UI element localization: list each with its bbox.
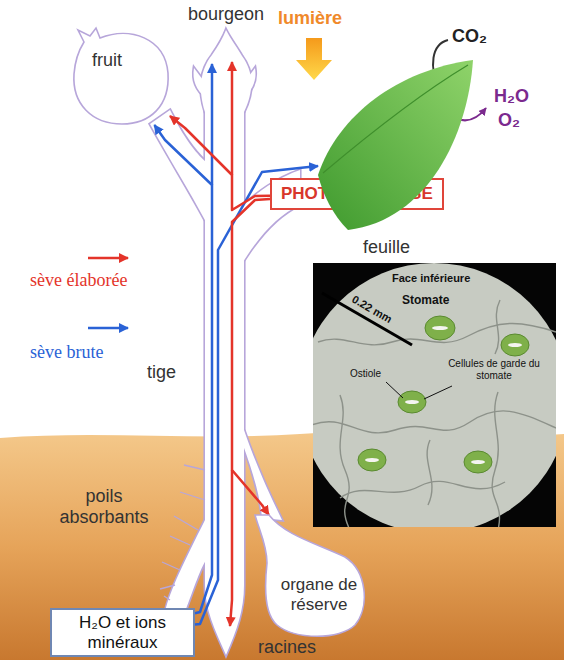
leader-line bbox=[424, 386, 452, 399]
cell-walls-part bbox=[313, 411, 556, 433]
fruit-shape-outline bbox=[70, 28, 170, 125]
microscope-photo-part bbox=[313, 263, 556, 527]
cell-walls-part bbox=[495, 300, 500, 354]
stomata-part bbox=[501, 334, 529, 356]
soil-band bbox=[0, 432, 564, 660]
plant-outline-part bbox=[150, 110, 206, 222]
root-hairs-part bbox=[160, 585, 175, 589]
root-hairs-part bbox=[164, 596, 170, 600]
leaf-shape: feuille bbox=[318, 55, 478, 260]
photo-label: Stomate bbox=[402, 294, 449, 308]
cell-walls bbox=[313, 300, 556, 527]
sap-to-roots bbox=[230, 470, 232, 626]
gas-label: O₂ bbox=[498, 110, 520, 131]
fruit-shape-outline-part bbox=[74, 28, 168, 124]
legend-sample-blue bbox=[88, 327, 128, 330]
sap-arrow bbox=[232, 199, 270, 515]
part-label: racines bbox=[258, 637, 316, 658]
cell-walls-part bbox=[340, 395, 350, 527]
water-label: H₂O et ions minéraux bbox=[58, 613, 187, 652]
water-box: H₂O et ions minéraux bbox=[50, 608, 195, 657]
gas-label: H₂O bbox=[494, 86, 529, 107]
root-hairs-part bbox=[180, 492, 205, 500]
stomata-part bbox=[432, 326, 448, 330]
storage-organ: organe de réserve bbox=[255, 515, 368, 640]
fruit-label: fruit bbox=[92, 50, 122, 71]
part-label: tige bbox=[147, 362, 176, 383]
gas-label: CO₂ bbox=[452, 26, 487, 47]
photo-label: Face inférieure bbox=[392, 272, 470, 285]
part-label: bourgeon bbox=[188, 4, 264, 25]
root-hairs-part bbox=[174, 516, 198, 530]
scale-line bbox=[322, 293, 412, 345]
part-label: poils absorbants bbox=[48, 486, 160, 527]
root-hairs-part bbox=[184, 465, 205, 470]
leaf-shape-outline bbox=[318, 55, 478, 260]
organ-label: organe de réserve bbox=[275, 575, 363, 614]
stomata-part bbox=[405, 400, 419, 404]
leaf-label: feuille bbox=[363, 237, 410, 258]
cell-walls-part bbox=[427, 440, 432, 505]
leaf-shape-outline-part bbox=[318, 60, 473, 230]
root-hairs-part bbox=[170, 536, 190, 545]
stomata-part bbox=[398, 391, 426, 413]
legend-sample-red bbox=[88, 257, 128, 260]
light-label: lumière bbox=[278, 8, 342, 29]
stomata-part bbox=[365, 458, 379, 462]
stomata-part bbox=[508, 343, 522, 347]
root-hairs bbox=[160, 465, 205, 600]
legend-label: sève brute bbox=[30, 342, 103, 363]
leaf-shape-outline-part bbox=[323, 65, 468, 173]
cell-walls-part bbox=[492, 392, 499, 527]
plant-outline-part bbox=[201, 30, 251, 112]
stomata-part bbox=[425, 316, 455, 340]
sap-to-bud bbox=[231, 62, 234, 175]
cell-walls-part bbox=[340, 481, 505, 498]
stomata-part bbox=[358, 449, 386, 471]
microscope-photo-part-part bbox=[313, 263, 556, 527]
stomata-part bbox=[464, 451, 492, 473]
photo-label: Ostiole bbox=[350, 368, 381, 380]
plant-body-part bbox=[150, 110, 206, 222]
stomata bbox=[358, 316, 529, 473]
light-arrow bbox=[296, 38, 332, 80]
storage-organ-outline-part bbox=[255, 515, 364, 636]
leader-line bbox=[386, 382, 403, 398]
plant-body-part bbox=[201, 30, 251, 112]
fruit-shape: fruit bbox=[70, 28, 170, 125]
photo-label: Cellules de garde du stomate bbox=[448, 358, 540, 381]
sap-to-bud bbox=[211, 64, 214, 185]
legend-label: sève élaborée bbox=[30, 270, 127, 291]
stomata-part bbox=[471, 460, 485, 464]
sap-arrow bbox=[170, 116, 270, 210]
root-hairs-part bbox=[162, 562, 180, 570]
